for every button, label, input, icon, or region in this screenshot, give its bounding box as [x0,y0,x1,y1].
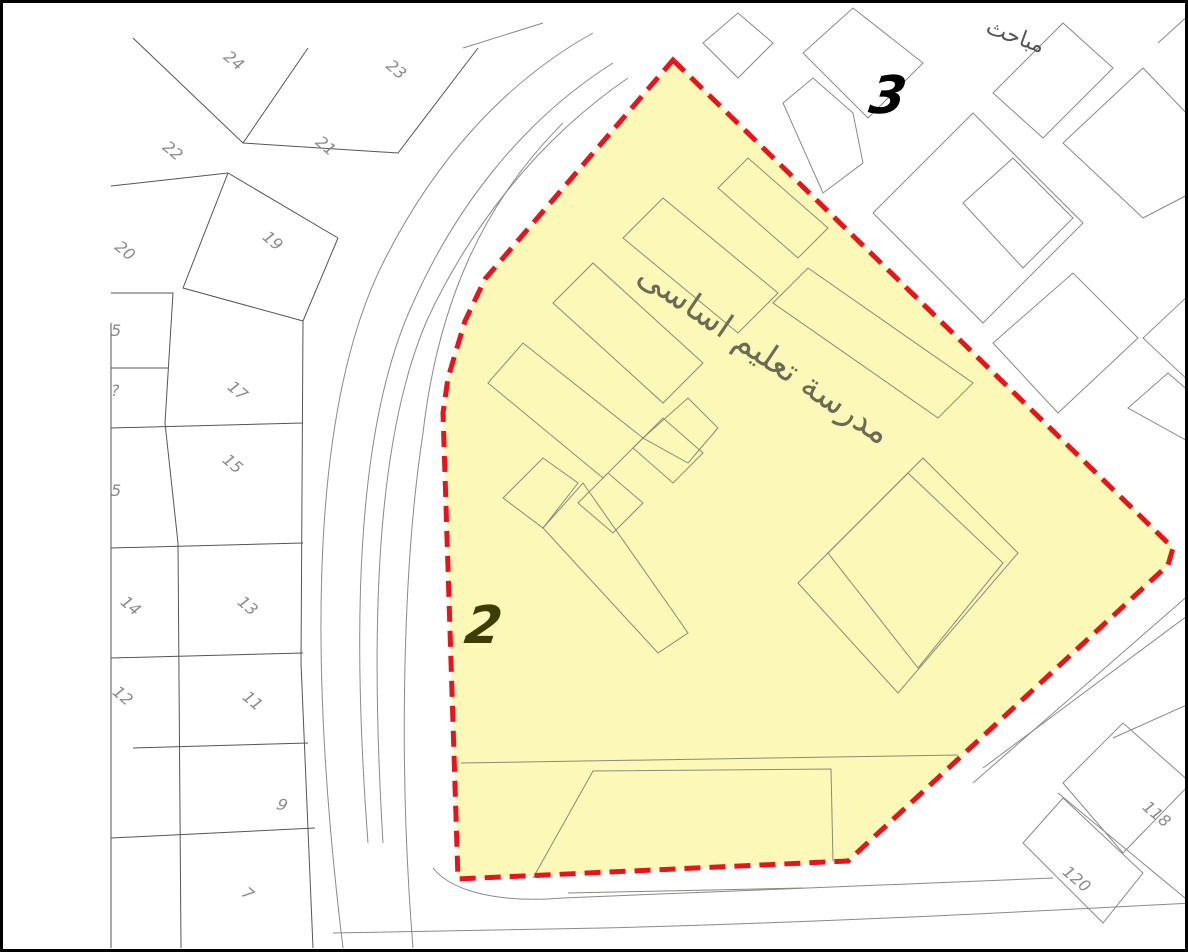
top-area-label: مباحث [983,15,1048,59]
lot-number: 11 [239,687,267,715]
lot-number: 7 [238,883,259,905]
school-boundary[interactable] [440,56,1176,882]
left-block-lot-lines [110,37,479,949]
lot-number: 9 [274,794,290,815]
zone-label-3: 3 [866,66,911,126]
school-parcel[interactable] [443,60,1173,879]
school-buildings [460,157,1019,894]
zone-label-2: 2 [461,596,506,656]
lot-number: 12 [109,682,137,710]
lot-number: 13 [234,592,262,620]
lot-number: 21 [312,132,340,160]
neighbouring-buildings [702,7,1185,924]
lot-number: 120 [1059,862,1095,896]
lot-number: 19 [259,227,287,255]
lot-number: 17 [224,377,252,405]
lot-number: 14 [117,592,145,620]
svg-text:5: 5 [111,481,121,500]
lot-number: 118 [1139,797,1175,831]
partial-lot-marks: 5 ? 5 [111,321,121,500]
cadastral-map[interactable]: 24 23 22 21 20 19 17 15 14 13 12 11 9 7 … [3,3,1188,952]
road-lines [320,22,1185,949]
svg-text:5: 5 [111,321,121,340]
lot-number: 24 [220,47,248,75]
lot-number: 22 [159,137,187,165]
svg-text:?: ? [111,381,120,400]
lot-number: 23 [382,56,410,84]
lot-number: 15 [219,450,247,478]
lot-number: 20 [111,237,139,265]
